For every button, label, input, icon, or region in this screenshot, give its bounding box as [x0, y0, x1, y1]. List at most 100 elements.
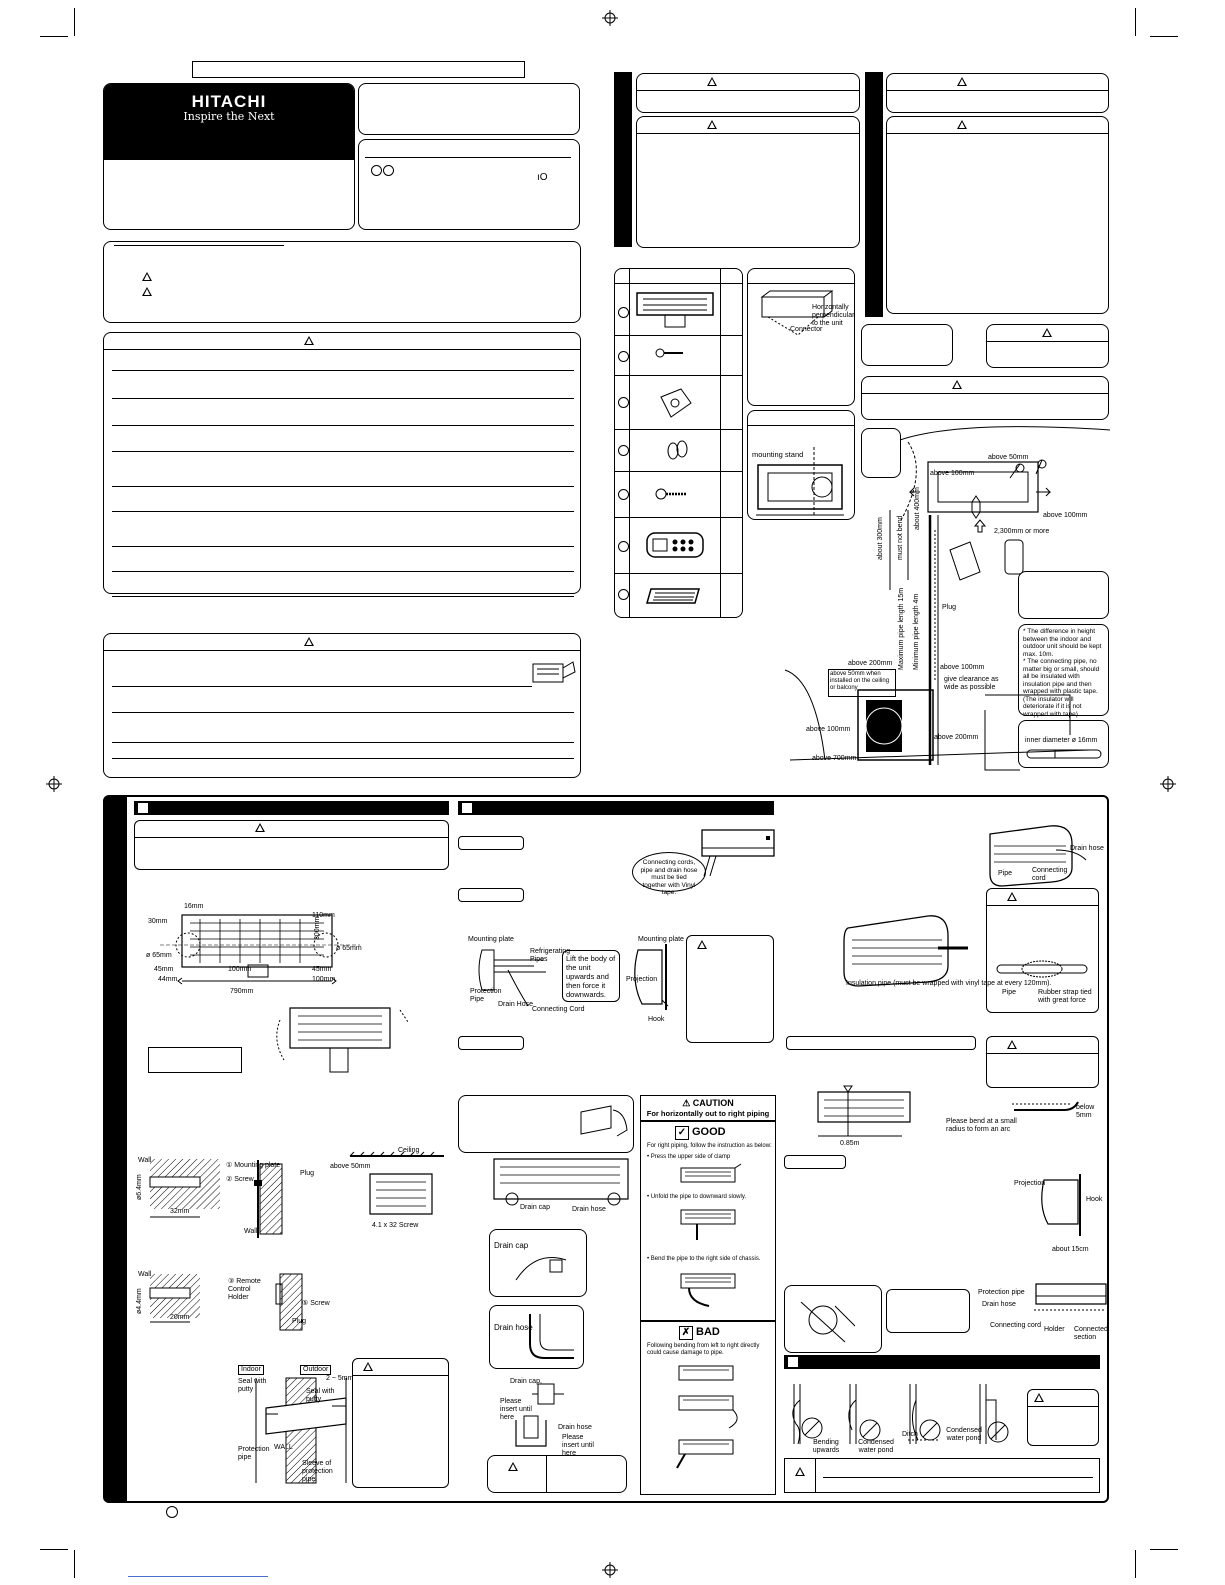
- drain-hose-insert-icon: [515, 1415, 547, 1447]
- wall-drill-icon: [149, 1159, 220, 1218]
- drain-caution-box: [487, 1455, 627, 1493]
- about-15cm: about 15cm: [1052, 1246, 1089, 1253]
- diagram-horizontal: Horizontally perpendicular to the unit C…: [747, 268, 855, 406]
- note-1: * The difference in height between the i…: [1023, 628, 1102, 658]
- drain-hose-label-3: Drain hose: [572, 1206, 606, 1213]
- ditch-label: Ditch: [902, 1431, 918, 1438]
- label-connector: Connector: [790, 326, 823, 333]
- section-header-1: [134, 801, 449, 815]
- remote-control-icon: [646, 532, 704, 558]
- circle-mark-icon: [383, 165, 394, 176]
- section-header-2: [458, 801, 774, 815]
- drain-hose-label-4: Drain hose: [494, 1323, 533, 1332]
- indoor-unit-icon: [760, 290, 834, 336]
- clr-above-200-bottom: above 200mm: [934, 734, 979, 741]
- section-header-3: [784, 1355, 1100, 1369]
- caution-subtitle: For horizontally out to right piping: [646, 1109, 770, 1118]
- notes-box: * The difference in height between the i…: [1018, 624, 1109, 718]
- crop-mark: [40, 36, 68, 37]
- caution-box: [103, 633, 581, 778]
- registration-mark-icon: [1160, 776, 1176, 792]
- holder-label: Holder: [1044, 1326, 1065, 1333]
- good-step-1: • Press the upper side of clamp: [647, 1154, 731, 1160]
- rubber-strap-label: Rubber strap tied with great force: [1038, 989, 1092, 1004]
- accessories-table: [614, 268, 743, 618]
- good-heading: ✓GOOD: [675, 1126, 726, 1140]
- drain-cap-label-3: Drain cap,: [510, 1378, 542, 1385]
- installation-panel: [103, 795, 1109, 1503]
- item-number-icon: [618, 489, 629, 500]
- label-indoor: Indoor: [238, 1365, 264, 1375]
- connecting-cord-label-3: Connecting cord: [990, 1322, 1041, 1329]
- clr-above-50: above 50mm: [988, 454, 1029, 461]
- item-number-icon: [618, 307, 629, 318]
- insulation-note: Insulation pipe (must be wrapped with vi…: [846, 980, 1052, 987]
- remote-wall-drill-icon: [149, 1274, 200, 1323]
- cross-icon: ✗: [679, 1326, 693, 1340]
- insulation-unit-icon: [843, 915, 968, 987]
- below-5mm: below 5mm: [1076, 1104, 1095, 1119]
- warning-panel: [636, 73, 860, 113]
- dim-790: 790mm: [230, 988, 254, 995]
- remote-screw: ⑤ Screw: [302, 1300, 330, 1307]
- clr-2300: 2,300mm or more: [994, 528, 1050, 535]
- caution-panel: [886, 116, 1109, 314]
- remote-holder-wall-icon: [275, 1273, 303, 1331]
- note-box-small: [1018, 571, 1109, 619]
- projection-label: Projection: [626, 976, 658, 983]
- mounting-plate-icon: [636, 292, 714, 328]
- check-icon: ✓: [675, 1126, 689, 1140]
- dim-45-left: 45mm: [154, 966, 174, 973]
- seal-left: Seal with putty: [238, 1378, 267, 1393]
- registration-mark-icon: [602, 10, 618, 26]
- hook-side-icon: [634, 944, 669, 1010]
- crop-mark: [40, 1549, 68, 1550]
- warning-icon: [304, 336, 314, 345]
- clr-above-700: above 700mm: [812, 755, 857, 762]
- caution-icon: [1034, 1393, 1044, 1402]
- mounting-plate-drawing: [160, 914, 360, 985]
- item-number-icon: [618, 445, 629, 456]
- wall-hole-gap: 2 ~ 5mm: [326, 1375, 354, 1382]
- drain-caution-box-2: [1027, 1389, 1099, 1446]
- stand-diagram-icon: [756, 447, 844, 517]
- symbol-icon: ıO: [537, 172, 548, 183]
- clr-above-100-bottom: above 100mm: [806, 726, 851, 733]
- caution-icon: [1042, 328, 1052, 337]
- crop-mark: [74, 8, 75, 36]
- dim-44: 44mm: [158, 976, 178, 983]
- warning-icon: [957, 77, 967, 86]
- drain-hose-label-6: Drain hose: [982, 1301, 1016, 1308]
- mounting-plate-label-2: Mounting plate: [638, 936, 684, 943]
- wall-mounting-plate: ① Mounting plate: [226, 1162, 281, 1169]
- protection-pipe: Protection pipe: [238, 1446, 270, 1461]
- piping-caution-panel: ⚠ CAUTION For horizontally out to right …: [640, 1095, 776, 1495]
- drain-warning-strip: [784, 1458, 1100, 1493]
- dim-phi65-right: ø 65mm: [336, 945, 362, 952]
- wall-d64: ø6.4mm: [136, 1174, 143, 1200]
- logo-band: HITACHI Inspire the Next: [104, 84, 354, 160]
- footer-link-underline: [128, 1576, 268, 1577]
- hook-caution-box: [686, 935, 774, 1043]
- clr-above-200: above 200mm: [848, 660, 893, 667]
- item-number-icon: [618, 351, 629, 362]
- clr-about-400: about 400mm: [914, 487, 921, 530]
- crop-mark: [74, 1550, 75, 1578]
- caution-note-wide: [861, 376, 1109, 420]
- ceiling-plate-icon: [349, 1151, 444, 1215]
- caution-panel: [636, 116, 860, 248]
- good-step-2: • Unfold the pipe to downward slowly.: [647, 1194, 747, 1200]
- hook-label: Hook: [648, 1016, 665, 1023]
- step-2-illustration: [680, 1209, 736, 1240]
- hook-label-2: Hook: [1086, 1196, 1103, 1203]
- protection-pipe-label: Protection pipe: [978, 1289, 1025, 1296]
- good-intro: For right piping, follow the instruction…: [647, 1143, 772, 1149]
- dim-45-right: 45mm: [312, 966, 332, 973]
- clr-about-300: about 300mm: [877, 517, 884, 560]
- caution-icon: [304, 637, 314, 646]
- pipe-icon: [1026, 749, 1102, 759]
- caution-icon: [952, 380, 962, 389]
- bad-text: Following bending from left to right dir…: [647, 1343, 760, 1356]
- diagram-stand: mounting stand: [747, 410, 855, 520]
- tie-note-bubble: Connecting cords, pipe and drain hose mu…: [632, 852, 706, 896]
